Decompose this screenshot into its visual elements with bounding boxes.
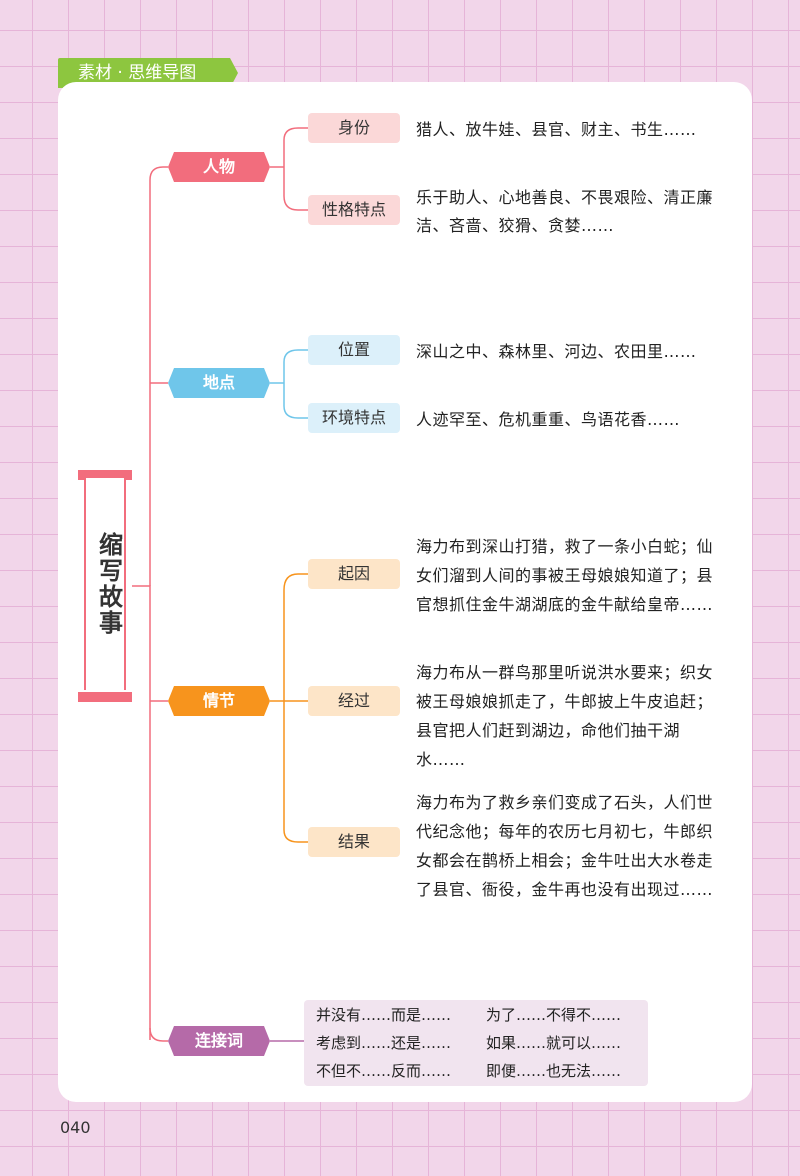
category-place: 地点 (168, 368, 270, 398)
connectors-box: 并没有……而是…… 为了……不得不…… 考虑到……还是…… 如果……就可以…… … (304, 1000, 648, 1086)
plot-result-text: 海力布为了救乡亲们变成了石头，人们世代纪念他；每年的农历七月初七，牛郎织女都会在… (416, 793, 714, 899)
place-sub-lines (270, 349, 308, 419)
place-environment-text: 人迹罕至、危机重重、鸟语花香…… (416, 410, 681, 429)
place-location-text: 深山之中、森林里、河边、农田里…… (416, 342, 697, 361)
root-cap-top (78, 470, 132, 480)
connector-item: 考虑到……还是…… (316, 1034, 452, 1052)
people-identity-text: 猎人、放牛娃、县官、财主、书生…… (416, 120, 697, 139)
category-plot: 情节 (168, 686, 270, 716)
root-title: 缩写故事 (94, 532, 123, 636)
plot-process-text: 海力布从一群鸟那里听说洪水要来；织女被王母娘娘抓走了，牛郎披上牛皮追赶；县官把人… (416, 663, 714, 769)
category-people: 人物 (168, 152, 270, 182)
root-node: 缩写故事 (78, 470, 132, 702)
place-environment-label: 环境特点 (308, 403, 400, 433)
trunk-line-top (149, 166, 168, 586)
category-connectors: 连接词 (168, 1026, 270, 1056)
plot-cause-text: 海力布到深山打猎，救了一条小白蛇；仙女们溜到人间的事被王母娘娘知道了；县官想抓住… (416, 537, 714, 614)
people-identity-label: 身份 (308, 113, 400, 143)
root-frame: 缩写故事 (84, 478, 126, 690)
people-traits-label: 性格特点 (308, 195, 400, 225)
page-number: 040 (60, 1118, 91, 1137)
plot-sub-lines (270, 573, 308, 843)
connector-item: 并没有……而是…… (316, 1006, 452, 1024)
connector-item: 如果……就可以…… (486, 1034, 622, 1052)
people-traits-text: 乐于助人、心地善良、不畏艰险、清正廉洁、吝啬、狡猾、贪婪…… (416, 188, 714, 235)
people-sub-lines (270, 127, 308, 211)
place-location-label: 位置 (308, 335, 400, 365)
connector-item: 为了……不得不…… (486, 1006, 622, 1024)
plot-cause-label: 起因 (308, 559, 400, 589)
branch-connectors (149, 1027, 168, 1042)
connector-item: 不但不……反而…… (316, 1062, 452, 1080)
plot-process-label: 经过 (308, 686, 400, 716)
trunk-line (132, 585, 151, 1040)
root-cap-bottom (78, 692, 132, 702)
content-card (58, 82, 752, 1102)
connector-item: 即便……也无法…… (486, 1062, 622, 1080)
plot-result-label: 结果 (308, 827, 400, 857)
